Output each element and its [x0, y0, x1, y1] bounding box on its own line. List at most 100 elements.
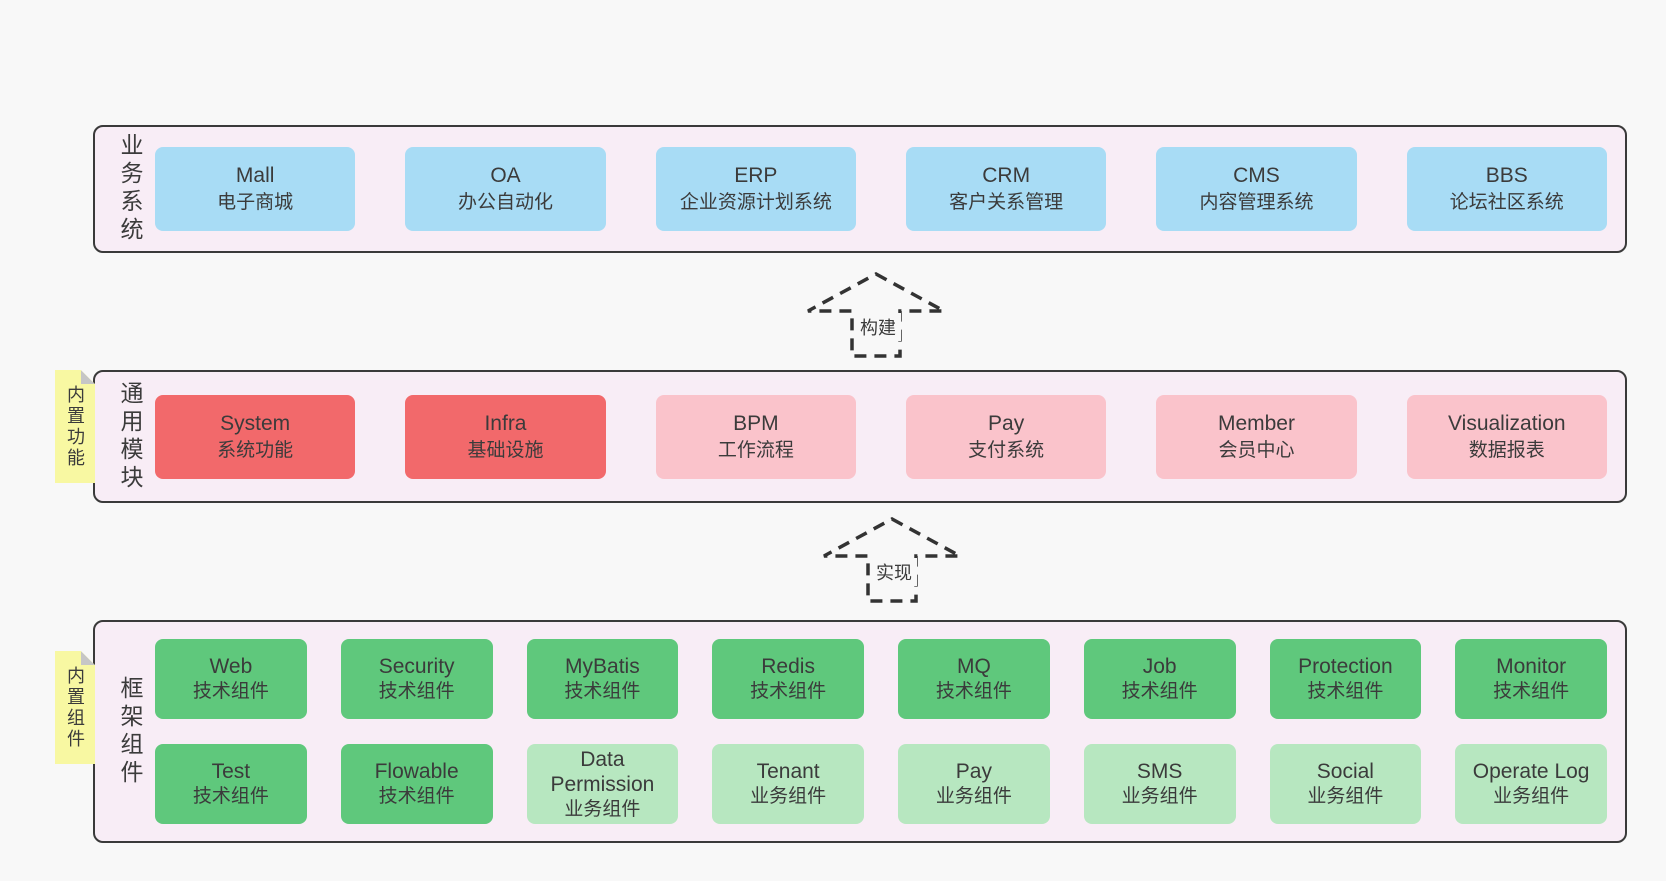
box-redis-name: Redis [761, 655, 815, 678]
box-protection: Protection 技术组件 [1269, 639, 1422, 719]
box-protection-subtitle: 技术组件 [1307, 681, 1384, 702]
box-security-name: Security [378, 655, 455, 678]
box-social: Social 业务组件 [1269, 744, 1422, 824]
box-data-permission-subtitle: 业务组件 [564, 798, 641, 820]
arrow-up-dashed-icon [823, 517, 961, 603]
box-infra-name: Infra [484, 411, 527, 435]
sticky-note-builtin-components: 内置组件 [55, 651, 95, 764]
sticky-note-builtin-features-text: 内置功能 [65, 384, 85, 469]
box-crm: CRM 客户关系管理 [905, 147, 1107, 231]
box-bpm-subtitle: 工作流程 [717, 439, 794, 461]
box-pay-module: Pay 支付系统 [905, 394, 1107, 479]
box-cms: CMS 内容管理系统 [1156, 147, 1357, 231]
box-web-subtitle: 技术组件 [192, 681, 269, 702]
box-mybatis-name: MyBatis [565, 655, 640, 678]
box-cms-subtitle: 内容管理系统 [1199, 192, 1314, 213]
framework-components-rows: Web 技术组件 Security 技术组件 MyBatis 技术组件 Redi… [155, 639, 1607, 824]
box-web: Web 技术组件 [155, 639, 307, 719]
box-pay-component-subtitle: 业务组件 [935, 786, 1012, 807]
box-sms: SMS 业务组件 [1083, 744, 1236, 824]
box-sms-subtitle: 业务组件 [1121, 786, 1198, 807]
box-oa: OA 办公自动化 [405, 147, 606, 231]
layer-business-systems-label: 业务系统 [117, 133, 143, 245]
box-security: Security 技术组件 [340, 639, 493, 719]
box-flowable-name: Flowable [374, 760, 459, 783]
box-monitor-name: Monitor [1496, 655, 1567, 678]
box-operate-log-name: Operate Log [1472, 760, 1590, 783]
box-oa-name: OA [490, 164, 521, 187]
box-member: Member 会员中心 [1156, 394, 1357, 479]
framework-components-row-2: Test 技术组件 Flowable 技术组件 Data Permission … [155, 744, 1607, 824]
box-mybatis-subtitle: 技术组件 [564, 681, 641, 702]
box-erp-name: ERP [734, 164, 778, 187]
arrow-build: 构建 [806, 271, 950, 361]
box-infra: Infra 基础设施 [405, 394, 606, 479]
box-monitor: Monitor 技术组件 [1455, 639, 1607, 719]
box-tenant-name: Tenant [756, 760, 820, 783]
box-data-permission-name: Data Permission [550, 747, 655, 796]
box-erp-subtitle: 企业资源计划系统 [679, 192, 832, 213]
box-crm-name: CRM [982, 164, 1031, 187]
sticky-note-builtin-components-text: 内置组件 [65, 665, 85, 750]
layer-business-systems: 业务系统 Mall 电子商城 OA 办公自动化 ERP 企业资源计划系统 CRM… [93, 125, 1627, 253]
box-bbs-name: BBS [1485, 164, 1528, 187]
box-job-name: Job [1142, 655, 1177, 678]
box-sms-name: SMS [1136, 760, 1183, 783]
box-bbs: BBS 论坛社区系统 [1406, 147, 1607, 231]
sticky-note-builtin-features: 内置功能 [55, 370, 95, 483]
layer-common-modules-label: 通用模块 [117, 380, 143, 493]
box-visualization: Visualization 数据报表 [1406, 394, 1607, 479]
box-job: Job 技术组件 [1083, 639, 1236, 719]
box-security-subtitle: 技术组件 [378, 681, 455, 702]
box-visualization-name: Visualization [1448, 411, 1566, 435]
box-bbs-subtitle: 论坛社区系统 [1449, 192, 1564, 213]
box-system-subtitle: 系统功能 [217, 439, 294, 461]
box-erp: ERP 企业资源计划系统 [655, 147, 856, 231]
box-visualization-subtitle: 数据报表 [1468, 439, 1545, 461]
box-social-name: Social [1316, 760, 1374, 783]
box-tenant: Tenant 业务组件 [712, 744, 864, 824]
box-crm-subtitle: 客户关系管理 [949, 192, 1064, 213]
arrow-implement: 实现 [822, 516, 966, 606]
box-operate-log: Operate Log 业务组件 [1455, 744, 1607, 824]
box-operate-log-subtitle: 业务组件 [1493, 786, 1570, 807]
box-mq: MQ 技术组件 [898, 639, 1050, 719]
box-test-name: Test [211, 760, 251, 783]
framework-components-row-1: Web 技术组件 Security 技术组件 MyBatis 技术组件 Redi… [155, 639, 1607, 719]
layer-framework-components-label: 框架组件 [117, 675, 143, 788]
box-web-name: Web [209, 655, 253, 678]
box-mall: Mall 电子商城 [155, 147, 356, 231]
box-flowable: Flowable 技术组件 [340, 744, 493, 824]
common-modules-box-row: System 系统功能 Infra 基础设施 BPM 工作流程 Pay 支付系统… [155, 394, 1607, 479]
box-mq-subtitle: 技术组件 [935, 681, 1012, 702]
box-pay-module-name: Pay [988, 411, 1025, 435]
layer-common-modules: 通用模块 System 系统功能 Infra 基础设施 BPM 工作流程 Pay… [93, 370, 1627, 503]
box-mall-name: Mall [235, 164, 275, 187]
box-bpm: BPM 工作流程 [655, 394, 856, 479]
box-system: System 系统功能 [155, 394, 356, 479]
box-monitor-subtitle: 技术组件 [1493, 681, 1570, 702]
box-mybatis: MyBatis 技术组件 [526, 639, 679, 719]
arrow-implement-label: 实现 [871, 558, 917, 586]
arrow-up-dashed-icon [807, 272, 945, 358]
box-pay-module-subtitle: 支付系统 [968, 439, 1045, 461]
layer-framework-components: 框架组件 Web 技术组件 Security 技术组件 MyBatis 技术组件… [93, 620, 1627, 843]
box-social-subtitle: 业务组件 [1307, 786, 1384, 807]
box-flowable-subtitle: 技术组件 [378, 786, 455, 807]
box-job-subtitle: 技术组件 [1121, 681, 1198, 702]
box-tenant-subtitle: 业务组件 [750, 786, 827, 807]
box-infra-subtitle: 基础设施 [467, 439, 544, 461]
box-cms-name: CMS [1233, 164, 1280, 187]
box-system-name: System [220, 411, 291, 435]
box-data-permission: Data Permission 业务组件 [526, 744, 679, 824]
box-protection-name: Protection [1298, 655, 1393, 678]
box-bpm-name: BPM [733, 411, 779, 435]
box-test-subtitle: 技术组件 [192, 786, 269, 807]
box-redis-subtitle: 技术组件 [750, 681, 827, 702]
box-mq-name: MQ [956, 655, 991, 678]
arrow-build-label: 构建 [855, 313, 901, 341]
box-member-name: Member [1217, 411, 1295, 435]
box-mall-subtitle: 电子商城 [217, 192, 294, 213]
business-systems-box-row: Mall 电子商城 OA 办公自动化 ERP 企业资源计划系统 CRM 客户关系… [155, 147, 1607, 231]
